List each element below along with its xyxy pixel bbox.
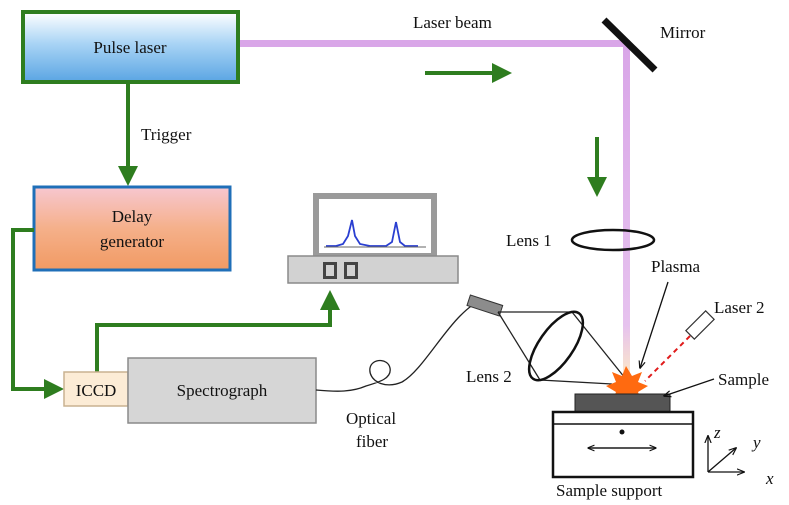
iccd-to-computer-line [95, 290, 340, 372]
lens2-shape [527, 310, 585, 382]
axis-y-label: y [751, 433, 761, 452]
laser-beam-vertical [623, 45, 630, 375]
axis-z-label: z [713, 423, 721, 442]
mirror-shape [601, 17, 658, 73]
sample-label: Sample [718, 370, 769, 389]
lens1-shape [570, 228, 656, 252]
axis-x-label: x [765, 469, 774, 488]
delay-to-iccd-line [11, 228, 64, 399]
laser2-beam [644, 335, 691, 382]
collection-ray-lower-right [539, 379, 613, 385]
fiber-collimator [466, 294, 504, 317]
lens2-label: Lens 2 [466, 367, 512, 386]
sample-pointer-arrow [664, 378, 715, 396]
sample-block [574, 393, 671, 413]
spectrograph-label: Spectrograph [177, 381, 268, 400]
sample-support [551, 410, 695, 479]
computer-monitor-icon [287, 193, 459, 284]
pulse-laser-label: Pulse laser [93, 38, 167, 57]
laser-beam-horizontal [238, 40, 630, 47]
collection-ray-upper-right [571, 311, 626, 379]
optical-fiber-line [315, 301, 481, 392]
spectrograph-box [127, 357, 317, 424]
laser2-label: Laser 2 [714, 298, 765, 317]
optical-fiber-label-line1: Optical [346, 409, 396, 428]
laser-beam-label: Laser beam [413, 13, 492, 32]
plasma-pointer-arrow [640, 281, 669, 368]
sample-support-label: Sample support [556, 481, 663, 500]
laser2-device [685, 310, 715, 340]
mirror-label: Mirror [660, 23, 706, 42]
delay-generator-label-line2: generator [100, 232, 165, 251]
plasma-label: Plasma [651, 257, 701, 276]
coordinate-axes [708, 436, 744, 472]
lens1-label: Lens 1 [506, 231, 552, 250]
iccd-label: ICCD [76, 381, 117, 400]
iccd-box [63, 371, 129, 407]
pulse-laser-box [21, 10, 240, 84]
trigger-label: Trigger [141, 125, 192, 144]
optical-fiber-label-line2: fiber [356, 432, 388, 451]
delay-generator-box [32, 185, 232, 272]
collection-ray-lower-left [497, 311, 541, 381]
delay-generator-label-line1: Delay [112, 207, 153, 226]
